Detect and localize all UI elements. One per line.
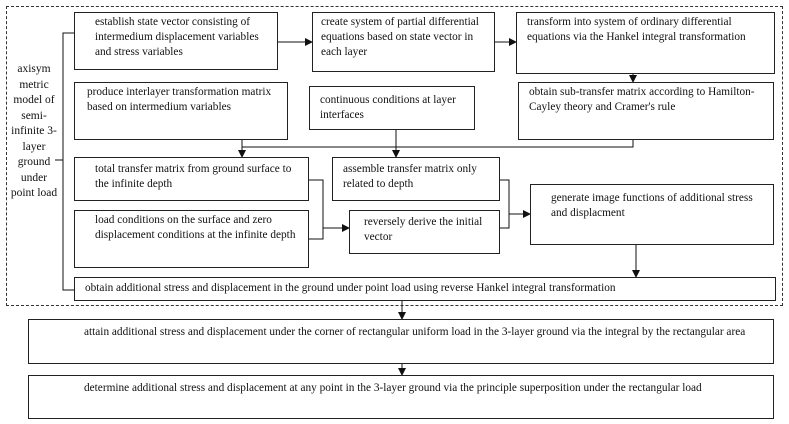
- box-pde-text: create system of partial differential eq…: [321, 16, 479, 58]
- box-ode-text: transform into system of ordinary differ…: [527, 16, 746, 43]
- box-load-conditions-text: load conditions on the surface and zero …: [95, 214, 296, 241]
- box-load-conditions: load conditions on the surface and zero …: [74, 210, 309, 268]
- side-label-text: axisym metric model of semi-infinite 3-l…: [10, 63, 58, 199]
- box-rect-corner: attain additional stress and displacemen…: [28, 319, 774, 364]
- box-assemble-text: assemble transfer matrix only related to…: [343, 163, 477, 190]
- box-subtransfer: obtain sub-transfer matrix according to …: [518, 82, 774, 140]
- box-image-functions-text: generate image functions of additional s…: [551, 192, 753, 219]
- model-boundary: [6, 6, 783, 306]
- box-state-vector: establish state vector consisting of int…: [74, 12, 278, 70]
- box-point-load-result-text: obtain additional stress and displacemen…: [85, 282, 616, 294]
- box-state-vector-text: establish state vector consisting of int…: [95, 16, 259, 58]
- box-any-point-text: determine additional stress and displace…: [84, 382, 702, 394]
- box-image-functions: generate image functions of additional s…: [530, 184, 774, 245]
- box-continuous: continuous conditions at layer interface…: [309, 86, 475, 130]
- box-rect-corner-text: attain additional stress and displacemen…: [84, 326, 746, 338]
- box-pde: create system of partial differential eq…: [312, 12, 495, 72]
- box-interlayer: produce interlayer transformation matrix…: [74, 82, 288, 140]
- connector-interlayer-subtransfer: [241, 140, 634, 148]
- box-ode: transform into system of ordinary differ…: [516, 12, 775, 74]
- connector-load-to-reverse: [309, 228, 324, 240]
- connector-reverse-to-image: [500, 214, 510, 229]
- model-side-label: axisym metric model of semi-infinite 3-l…: [8, 62, 60, 202]
- box-total-transfer: total transfer matrix from ground surfac…: [74, 157, 309, 201]
- connector-total-to-reverse: [309, 179, 324, 228]
- connector-assemble-to-image: [500, 179, 510, 214]
- box-reverse-derive: reversely derive the initial vector: [349, 210, 500, 254]
- box-point-load-result: obtain additional stress and displacemen…: [74, 277, 776, 301]
- box-continuous-text: continuous conditions at layer interface…: [320, 94, 456, 121]
- side-bracket: [55, 32, 74, 291]
- box-subtransfer-text: obtain sub-transfer matrix according to …: [529, 86, 755, 113]
- box-total-transfer-text: total transfer matrix from ground surfac…: [95, 163, 292, 190]
- box-interlayer-text: produce interlayer transformation matrix…: [87, 86, 272, 113]
- box-any-point: determine additional stress and displace…: [28, 375, 774, 419]
- box-reverse-derive-text: reversely derive the initial vector: [364, 216, 483, 243]
- box-assemble: assemble transfer matrix only related to…: [332, 157, 500, 201]
